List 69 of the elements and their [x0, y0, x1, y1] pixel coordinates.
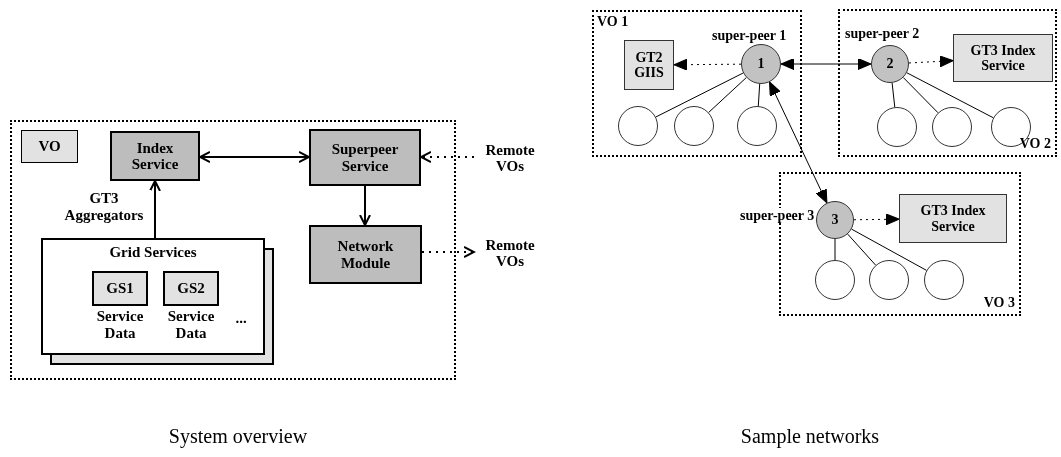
dotted-region	[838, 9, 1057, 157]
service-box	[899, 194, 1007, 243]
node-caption: Service Data	[166, 308, 216, 341]
connector-line	[708, 77, 747, 113]
connector-line	[906, 72, 994, 119]
connector-line	[851, 228, 927, 271]
service-box	[163, 271, 219, 306]
node-label: Network Module	[336, 238, 395, 271]
node-label: Grid Services	[109, 244, 197, 261]
node-label: VO 1	[597, 14, 629, 30]
node-caption: super-peer 1	[712, 28, 787, 44]
service-box	[953, 34, 1053, 82]
peer-circle	[877, 107, 917, 147]
arrow	[780, 58, 872, 70]
peer-circle	[932, 107, 972, 147]
container-box	[41, 238, 265, 355]
arrow	[199, 151, 310, 163]
arrow	[673, 58, 742, 71]
process-box	[110, 131, 200, 181]
super-peer-circle	[816, 201, 854, 239]
connector-line	[834, 238, 836, 261]
node-label: VO 3	[983, 294, 1015, 310]
node-caption: super-peer 2	[845, 26, 920, 42]
super-peer-circle	[871, 45, 909, 83]
node-label: Index Service	[130, 139, 180, 173]
label-box	[21, 130, 78, 163]
peer-circle	[737, 106, 777, 146]
arrow	[908, 55, 954, 68]
dotted-region	[10, 120, 456, 380]
arrow	[769, 81, 828, 204]
node-label: GT3 Index Service	[919, 203, 987, 234]
connector-line	[902, 77, 939, 114]
node-caption: Service Data	[95, 308, 145, 341]
arrow	[420, 151, 475, 163]
connector-line	[655, 72, 744, 118]
peer-circle	[869, 260, 909, 300]
arrow	[359, 185, 371, 226]
ellipsis-text: ...	[234, 310, 248, 327]
node-label: GS2	[177, 280, 205, 297]
node-label: VO 2	[1019, 135, 1051, 151]
arrow	[421, 246, 475, 258]
process-box	[309, 225, 422, 284]
text-label: Remote VOs	[484, 236, 536, 270]
peer-circle	[618, 106, 658, 146]
node-label: VO	[38, 138, 61, 155]
caption: Sample networks	[739, 425, 881, 447]
super-peer-circle	[741, 44, 781, 84]
node-label: 1	[757, 56, 765, 72]
node-label: 2	[886, 56, 894, 72]
caption: System overview	[167, 425, 309, 447]
arrow	[149, 180, 161, 239]
connector-line	[847, 233, 877, 266]
node-caption: super-peer 3	[740, 208, 815, 224]
dotted-region	[592, 10, 802, 157]
connector-line	[757, 83, 761, 107]
peer-circle	[815, 260, 855, 300]
node-label: GT2 GIIS	[633, 49, 665, 81]
peer-circle	[924, 260, 964, 300]
peer-circle	[674, 106, 714, 146]
node-label: GS1	[106, 280, 134, 297]
text-label: Remote VOs	[484, 141, 536, 175]
node-label: 3	[831, 212, 839, 228]
process-box	[309, 129, 421, 186]
connector-line	[891, 82, 896, 108]
node-label: GT3 Index Service	[969, 42, 1037, 74]
service-box	[92, 271, 148, 306]
arrow	[853, 213, 900, 226]
node-label: Superpeer Service	[330, 141, 400, 174]
service-box	[624, 40, 674, 90]
